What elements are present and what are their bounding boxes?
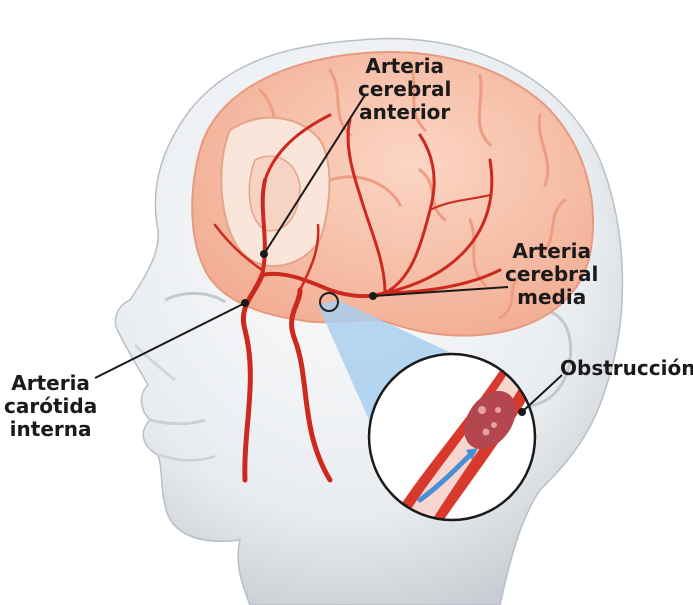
label-line: cerebral (505, 263, 598, 286)
label-arteria-cerebral-anterior: Arteria cerebral anterior (358, 55, 451, 124)
label-line: Arteria (505, 240, 598, 263)
label-arteria-carotida-interna: Arteria carótida interna (4, 372, 97, 441)
label-arteria-cerebral-media: Arteria cerebral media (505, 240, 598, 309)
label-line: Arteria (358, 55, 451, 78)
label-line: carótida (4, 395, 97, 418)
label-line: interna (4, 418, 97, 441)
label-line: Arteria (4, 372, 97, 395)
label-line: cerebral (358, 78, 451, 101)
label-obstruccion: Obstrucción (560, 357, 693, 380)
label-line: media (505, 286, 598, 309)
label-line: anterior (358, 101, 451, 124)
label-line: Obstrucción (560, 357, 693, 380)
